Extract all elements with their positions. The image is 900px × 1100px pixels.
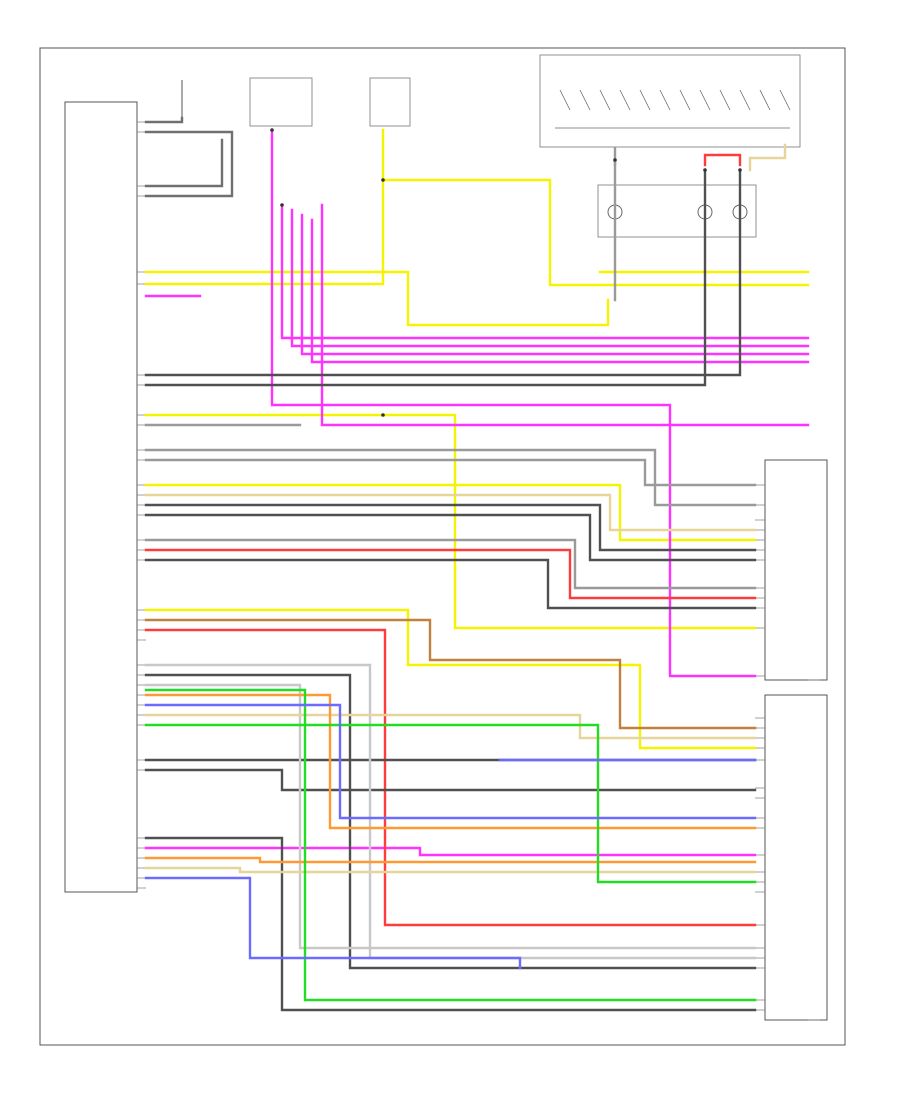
wire-tan-group — [144, 143, 787, 874]
diagram-frame — [39, 47, 846, 1046]
steering-switch-contacts — [555, 89, 791, 129]
speaker-group-box — [597, 184, 757, 238]
right-ground-stubs — [808, 679, 820, 1021]
fuse-block-right-box — [369, 77, 411, 127]
wire-red-group — [144, 153, 757, 927]
fuse-block-left-box — [249, 77, 313, 127]
wire-yellow-group — [144, 128, 810, 750]
connector-block-pin-ticks — [755, 484, 765, 1011]
audio-head-unit-box — [64, 101, 138, 893]
steering-switch-block-box — [539, 54, 801, 148]
splice-dots — [270, 128, 742, 417]
connector-block-bottom-right-box — [764, 694, 828, 1021]
wire-ground-top — [144, 116, 234, 198]
connector-block-top-right-box — [764, 459, 828, 681]
wire-pink-group — [144, 128, 810, 857]
audio-head-unit-pin-ticks — [137, 121, 146, 889]
wire-orange-group — [144, 693, 757, 864]
wire-black-group — [144, 168, 757, 1012]
wire-gray-group — [144, 146, 757, 960]
wire-green-group — [144, 688, 757, 1002]
wire-blue-group — [144, 703, 757, 970]
